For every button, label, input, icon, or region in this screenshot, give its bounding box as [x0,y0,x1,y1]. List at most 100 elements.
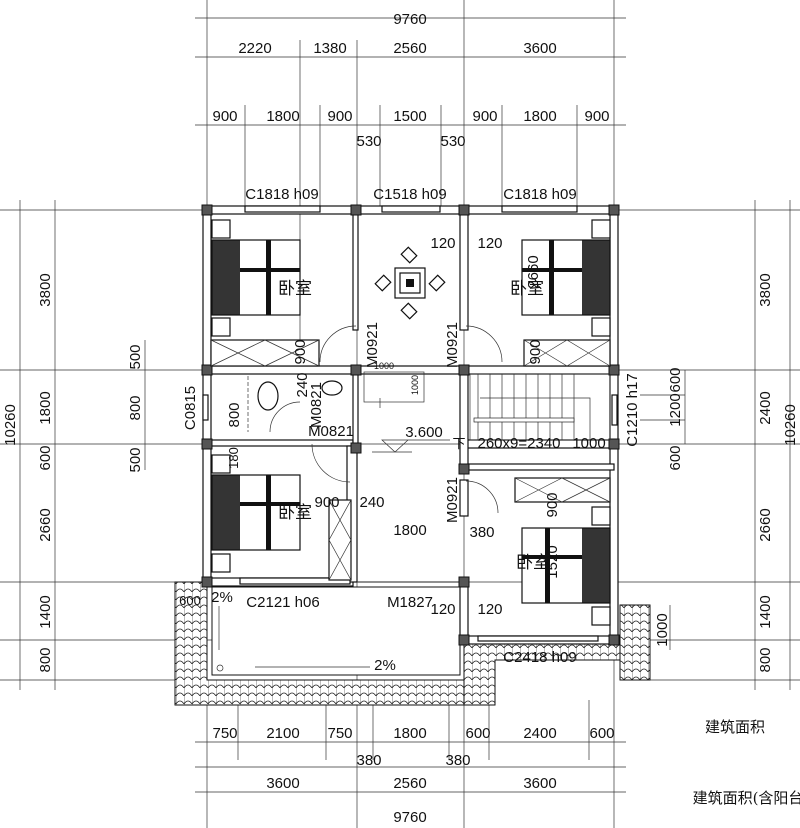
room-label: 卧室 [516,553,550,573]
level-label: 3.600 [405,424,443,441]
dimension-label: 900 [584,108,609,125]
dimension-label: 1800 [393,522,426,539]
dimension-label: 1400 [757,595,774,628]
dimension-label: 380 [356,752,381,769]
wardrobe-top-left [210,339,320,367]
dimension-label: 10260 [2,404,19,446]
dimension-label: 2660 [525,255,542,288]
dimension-label: 380 [469,524,494,541]
dimension-label: 600 [667,445,684,470]
dimension-label: 500 [127,447,144,472]
door-label: M0921 [364,322,381,368]
dimension-label: 800 [127,395,144,420]
level-marker [372,439,450,453]
wardrobe-bottom-left [328,499,352,581]
dimension-label: 750 [327,725,352,742]
dimension-label: 3600 [523,775,556,792]
dimension-label: 900 [327,108,352,125]
columns [201,204,620,646]
dimension-label: 1800 [523,108,556,125]
window-label: C2418 h09 [503,649,576,666]
dimension-label: 600 [37,445,54,470]
dimension-label: 750 [212,725,237,742]
note-label: 建筑面积 [705,718,765,736]
dimension-label: 900 [544,492,561,517]
window-label: C2121 h06 [246,594,319,611]
window-label: C1818 h09 [503,186,576,203]
dimension-label: 600 [667,367,684,392]
labels: 9760 2220 1380 2560 3600 900 1800 900 1500 900 180… [2,11,800,826]
dimension-label: 2660 [37,508,54,541]
dining-table [374,246,446,320]
balcony-tile-roof [174,581,651,706]
room-label: 卧室 [510,279,544,299]
staircase [469,373,611,441]
door-label: M0921 [444,477,461,523]
dimension-label: 800 [226,402,243,427]
dimension-label: 3600 [266,775,299,792]
dimension-label: 1520 [544,545,561,578]
dimension-label: 1000 [654,613,671,646]
dimension-label: 2560 [393,775,426,792]
dimension-label: 1380 [313,40,346,57]
dimension-label: 2400 [757,391,774,424]
dimension-label: 900 [292,339,309,364]
slope-label: 2% [374,657,396,674]
wardrobe-bottom-right [514,477,611,503]
dimension-label: 900 [314,494,339,511]
dimension-label: 1500 [393,108,426,125]
dimension-label: 240 [294,372,311,397]
window-label: C1818 h09 [245,186,318,203]
dimension-label: 530 [356,133,381,150]
window-label: C0815 [182,386,199,430]
dimension-label: 1800 [266,108,299,125]
slope-label: 2% [211,589,233,606]
dimension-label: 1800 [37,391,54,424]
dimension-label: 600 [465,725,490,742]
stair-label: 260x9=2340 [478,435,561,452]
dimension-label: 1000 [410,375,420,395]
dimension-label: 2560 [393,40,426,57]
dimension-label: 600 [589,725,614,742]
dimension-label: 1200 [667,393,684,426]
dimension-label: 2400 [523,725,556,742]
door-label: M0921 [444,322,461,368]
bed-bottom-left [211,454,301,573]
window-label: C1210 h17 [624,373,641,446]
dimension-label: 1800 [393,725,426,742]
dimension-label: 9760 [393,11,426,28]
door-label: M0821 [308,423,354,440]
room-label: 卧室 [278,279,312,299]
stair-direction-label: 下 [452,437,465,452]
bed-top-right [521,219,611,337]
dimension-label: 9760 [393,809,426,826]
dimension-label: 600 [179,593,201,608]
dimension-label: 3800 [757,273,774,306]
dimension-label: 120 [430,235,455,252]
kitchen-counter [363,371,425,408]
door-label: M0821 [308,382,325,428]
dimension-label: 380 [445,752,470,769]
dimension-label: 530 [440,133,465,150]
dimension-label: 3600 [523,40,556,57]
balcony-drain [216,606,370,672]
window-label: C1518 h09 [373,186,446,203]
dimension-label: 1400 [37,595,54,628]
dimension-label: 900 [527,339,544,364]
dimension-label: 500 [127,344,144,369]
dimension-label: 2660 [757,508,774,541]
dimension-label: 1000 [572,435,605,452]
bed-bottom-right [521,506,611,626]
dimension-label: 2100 [266,725,299,742]
door-label: M1827 [387,594,433,611]
bed-top-left [211,219,301,337]
door-swings [269,325,503,514]
dimension-label: 3800 [37,273,54,306]
dimension-label: 900 [472,108,497,125]
dimension-label: 800 [757,647,774,672]
note-label: 建筑面积(含阳台 [693,789,800,807]
dimension-label: 180 [226,447,241,469]
dimension-label: 2220 [238,40,271,57]
dimension-label: 240 [359,494,384,511]
